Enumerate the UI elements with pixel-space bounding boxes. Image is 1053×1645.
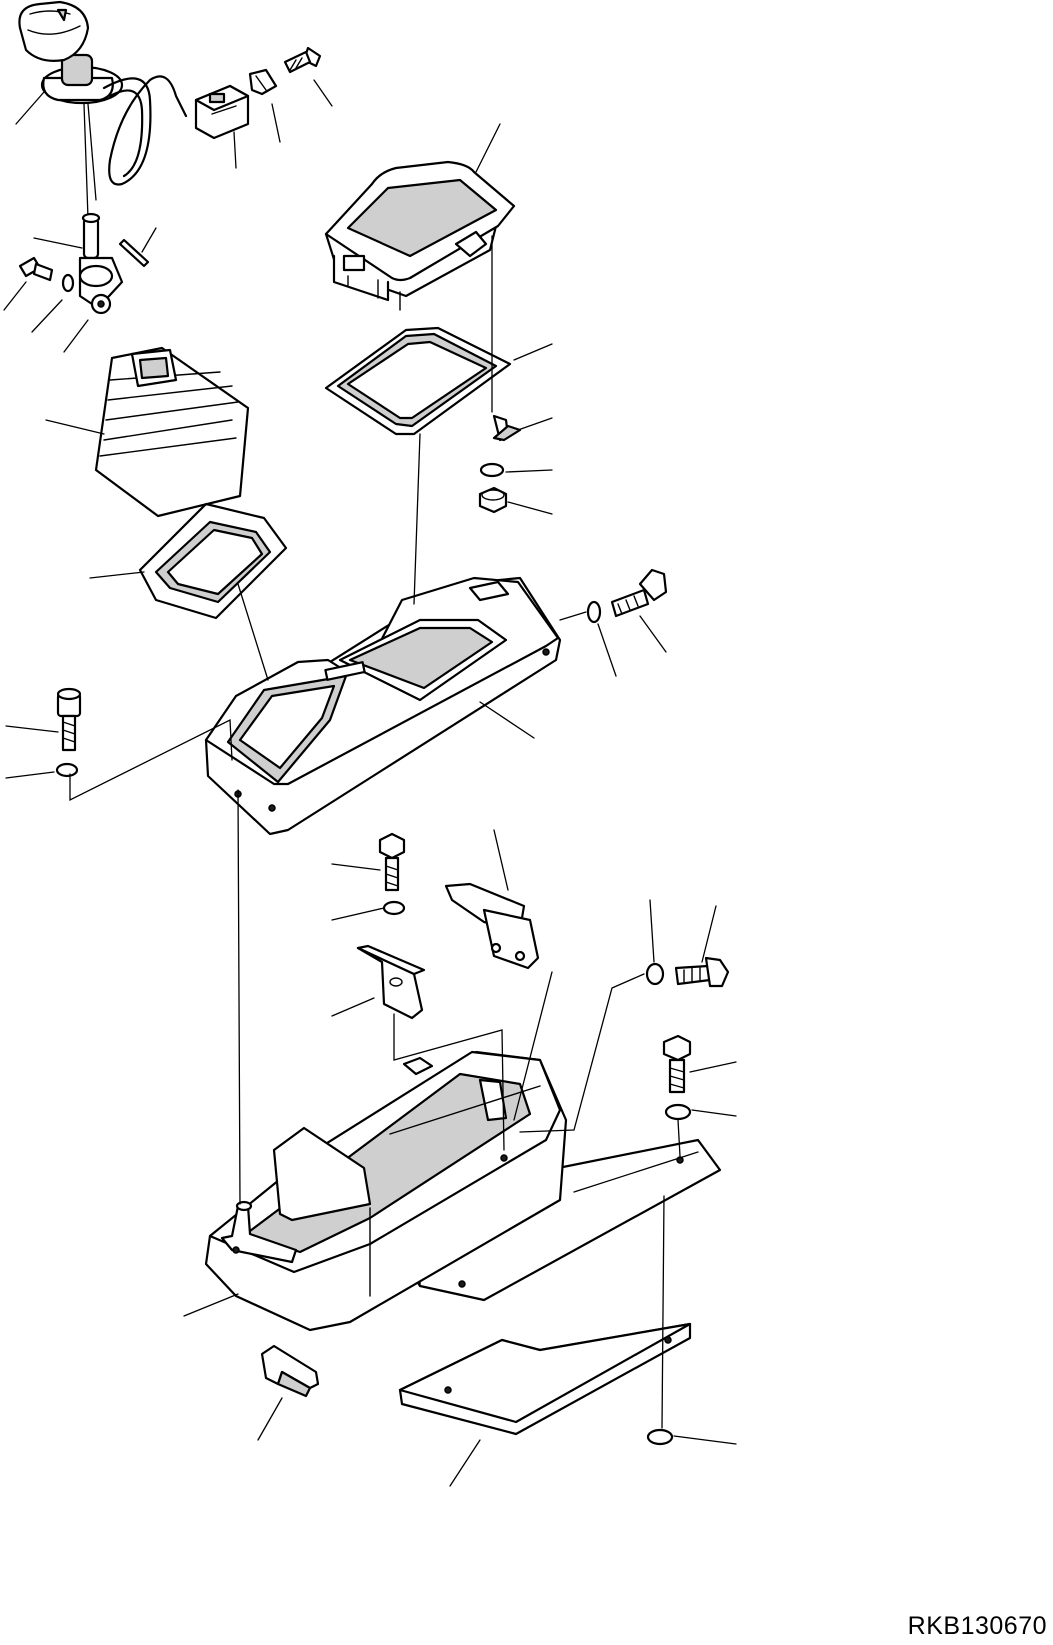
bolt-mid-right	[674, 956, 730, 988]
bracket-right	[444, 882, 540, 970]
lever-boot	[94, 346, 250, 518]
washer-lower-right	[664, 1103, 692, 1121]
wire-harness	[102, 75, 188, 186]
bolt-lower-right	[662, 1034, 692, 1094]
washer-mid-right	[645, 962, 665, 986]
washer-cap-screw	[55, 762, 79, 778]
bracket-center	[356, 944, 426, 1020]
spring-pin	[118, 238, 150, 268]
lower-console-housing	[204, 1050, 568, 1332]
assembly-lines	[69, 103, 699, 1429]
washer-console	[586, 600, 602, 624]
washer-left	[61, 273, 75, 293]
connector	[194, 84, 250, 140]
control-lever-knob	[18, 0, 124, 105]
rubber-cap	[646, 1428, 674, 1446]
monitor-panel	[324, 160, 516, 311]
bolt-top	[283, 46, 322, 74]
connector-cap	[248, 68, 278, 96]
drawing-reference-code: RKB130670	[907, 1612, 1047, 1640]
monitor-gasket	[324, 326, 512, 436]
bolt-left	[18, 256, 54, 282]
upper-console-cover	[204, 576, 562, 836]
callout-leaders	[3, 79, 737, 1487]
monitor-bracket	[492, 414, 522, 442]
angle-clip	[260, 1344, 320, 1398]
washer-center	[382, 900, 406, 916]
hex-nut	[478, 486, 508, 514]
bolt-console	[610, 568, 668, 618]
boot-retainer-frame	[138, 502, 288, 620]
floor-mat	[398, 1322, 692, 1436]
washer-right	[479, 462, 505, 478]
cap-screw-left	[56, 687, 82, 752]
bolt-center	[378, 832, 406, 892]
lever-shaft-assembly	[78, 103, 124, 315]
